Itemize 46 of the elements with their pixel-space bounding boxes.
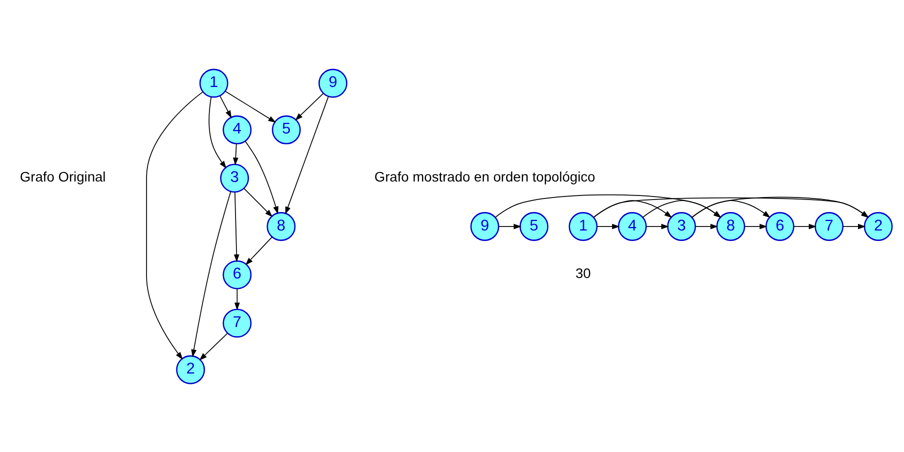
label: Grafo mostrado en orden topológico bbox=[374, 168, 596, 184]
node-circle: 3 bbox=[220, 163, 249, 192]
node-circle: 9 bbox=[470, 212, 500, 240]
arrow bbox=[234, 288, 240, 310]
arrow bbox=[498, 223, 522, 229]
label: Grafo Original bbox=[20, 168, 106, 184]
node-circle: 3 bbox=[667, 212, 696, 240]
arrow bbox=[244, 140, 278, 214]
node-circle: 8 bbox=[266, 212, 296, 240]
arrow bbox=[245, 236, 272, 265]
arrow bbox=[642, 200, 722, 218]
arrow bbox=[842, 223, 866, 229]
arrow bbox=[199, 332, 228, 360]
node-circle: 2 bbox=[176, 354, 205, 384]
arrow bbox=[232, 142, 238, 165]
arrow bbox=[220, 94, 232, 118]
arrow bbox=[285, 96, 329, 214]
node-circle: 5 bbox=[272, 114, 301, 144]
arrow bbox=[494, 194, 722, 218]
arrow bbox=[596, 223, 620, 229]
arrow bbox=[793, 223, 817, 229]
arrow bbox=[234, 191, 240, 262]
node-circle: 6 bbox=[765, 212, 794, 240]
node-circle: 9 bbox=[318, 68, 348, 98]
node-circle: 4 bbox=[222, 114, 252, 144]
arrow bbox=[146, 91, 204, 360]
node-circle: 8 bbox=[716, 212, 746, 240]
node-circle: 2 bbox=[864, 212, 893, 240]
arrow bbox=[692, 196, 869, 218]
node-circle: 6 bbox=[222, 260, 252, 289]
node-circle: 7 bbox=[222, 308, 252, 338]
arrow bbox=[744, 223, 768, 229]
arrow bbox=[225, 90, 276, 122]
label: 30 bbox=[575, 266, 591, 281]
node-circle: 7 bbox=[814, 212, 844, 240]
arrow bbox=[191, 190, 232, 357]
arrow bbox=[694, 223, 718, 229]
node-circle: 1 bbox=[568, 212, 598, 240]
node-circle: 4 bbox=[618, 212, 647, 240]
node-circle: 5 bbox=[520, 212, 548, 240]
arrow bbox=[295, 92, 324, 120]
arrow bbox=[208, 96, 227, 168]
arrow bbox=[244, 188, 273, 217]
node-circle: 1 bbox=[199, 68, 228, 98]
arrow bbox=[593, 196, 869, 218]
arrow bbox=[646, 223, 670, 229]
